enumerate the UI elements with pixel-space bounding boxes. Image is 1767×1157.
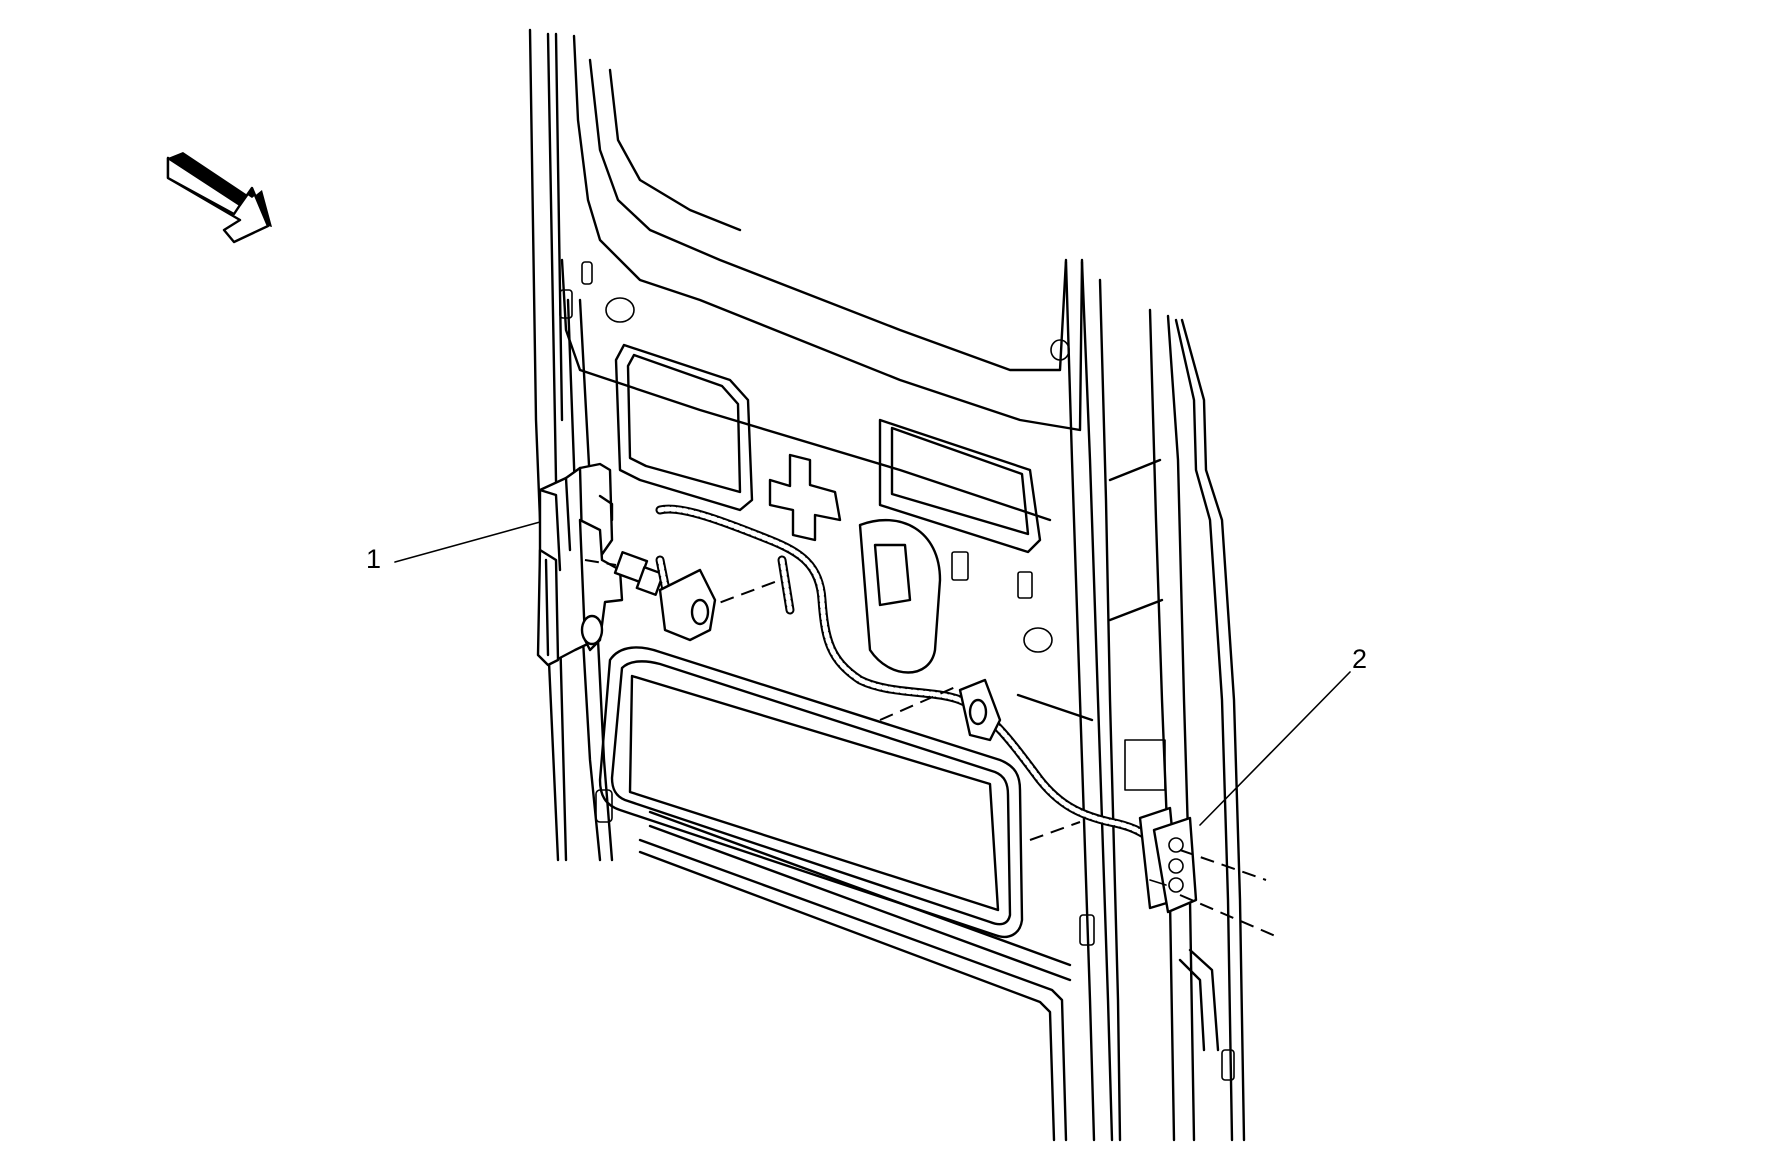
door-lock-actuator (536, 462, 624, 667)
lower-panel (598, 646, 1094, 1142)
right-pillar (1108, 308, 1246, 1142)
handle-arm (658, 568, 1002, 742)
callout-2-leader (1199, 671, 1351, 826)
callout-1-leader (394, 521, 541, 563)
view-direction-arrow-icon (166, 152, 272, 244)
callout-1-label: 1 (366, 544, 382, 574)
lock-connector (584, 551, 665, 596)
inner-panel (559, 258, 1166, 946)
callout-2-label: 2 (1352, 644, 1368, 674)
door-switch (1138, 806, 1281, 939)
